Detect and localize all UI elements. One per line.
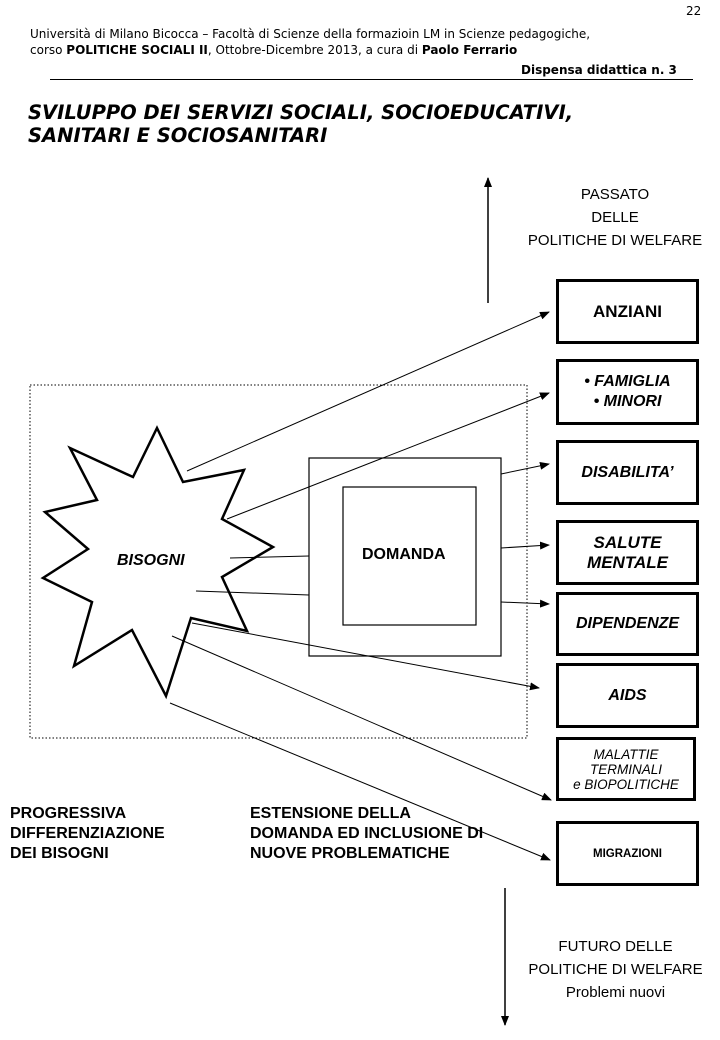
arrow-to-migrazioni (169, 702, 551, 861)
line-bisogni-domanda-2 (195, 590, 310, 596)
domanda-inner-box (342, 486, 477, 626)
header-divider (50, 79, 693, 80)
domanda-label: DOMANDA (362, 546, 446, 563)
dispensa-label: Dispensa didattica n. 3 (521, 63, 677, 77)
dotted-frame (29, 384, 528, 739)
category-disabilita: DISABILITA’ (556, 440, 699, 505)
label-progressiva-differenziazione: PROGRESSIVA DIFFERENZIAZIONE DEI BISOGNI (10, 805, 165, 862)
arrow-to-famiglia (226, 392, 550, 520)
title-line-2: SANITARI E SOCIOSANITARI (28, 124, 328, 147)
label-estensione-domanda: ESTENSIONE DELLA DOMANDA ED INCLUSIONE D… (250, 805, 484, 862)
arrow-to-salute (500, 541, 550, 550)
category-migrazioni: MIGRAZIONI (556, 821, 699, 886)
category-malattie-terminali: MALATTIE TERMINALI e BIOPOLITICHE (556, 737, 696, 801)
page-title: SVILUPPO DEI SERVIZI SOCIALI, SOCIOEDUCA… (28, 101, 573, 147)
page-header: Università di Milano Bicocca – Facoltà d… (30, 27, 590, 58)
title-line-1: SVILUPPO DEI SERVIZI SOCIALI, SOCIOEDUCA… (28, 101, 574, 124)
bisogni-label: BISOGNI (117, 552, 185, 569)
bisogni-star (40, 425, 276, 700)
arrow-to-malattie (171, 635, 552, 801)
arrow-to-disabilita (500, 461, 550, 475)
line-bisogni-domanda (229, 555, 310, 559)
category-famiglia-minori: • FAMIGLIA • MINORI (556, 359, 699, 425)
category-aids: AIDS (556, 663, 699, 728)
futuro-label: FUTURO DELLE POLITICHE DI WELFARE Proble… (528, 938, 703, 1001)
header-line-2: corso POLITICHE SOCIALI II, Ottobre-Dice… (30, 42, 518, 57)
arrow-to-dipendenze (500, 599, 550, 608)
passato-label: PASSATO DELLE POLITICHE DI WELFARE (527, 186, 703, 249)
category-salute-mentale: SALUTE MENTALE (556, 520, 699, 585)
category-dipendenze: DIPENDENZE (556, 592, 699, 656)
category-anziani: ANZIANI (556, 279, 699, 344)
arrow-to-aids (191, 622, 540, 691)
header-line-1: Università di Milano Bicocca – Facoltà d… (30, 27, 591, 41)
arrow-to-anziani (186, 311, 550, 472)
page-number: 22 (686, 4, 702, 18)
author-name: Paolo Ferrario (421, 42, 518, 57)
course-name: POLITICHE SOCIALI II (66, 42, 208, 57)
